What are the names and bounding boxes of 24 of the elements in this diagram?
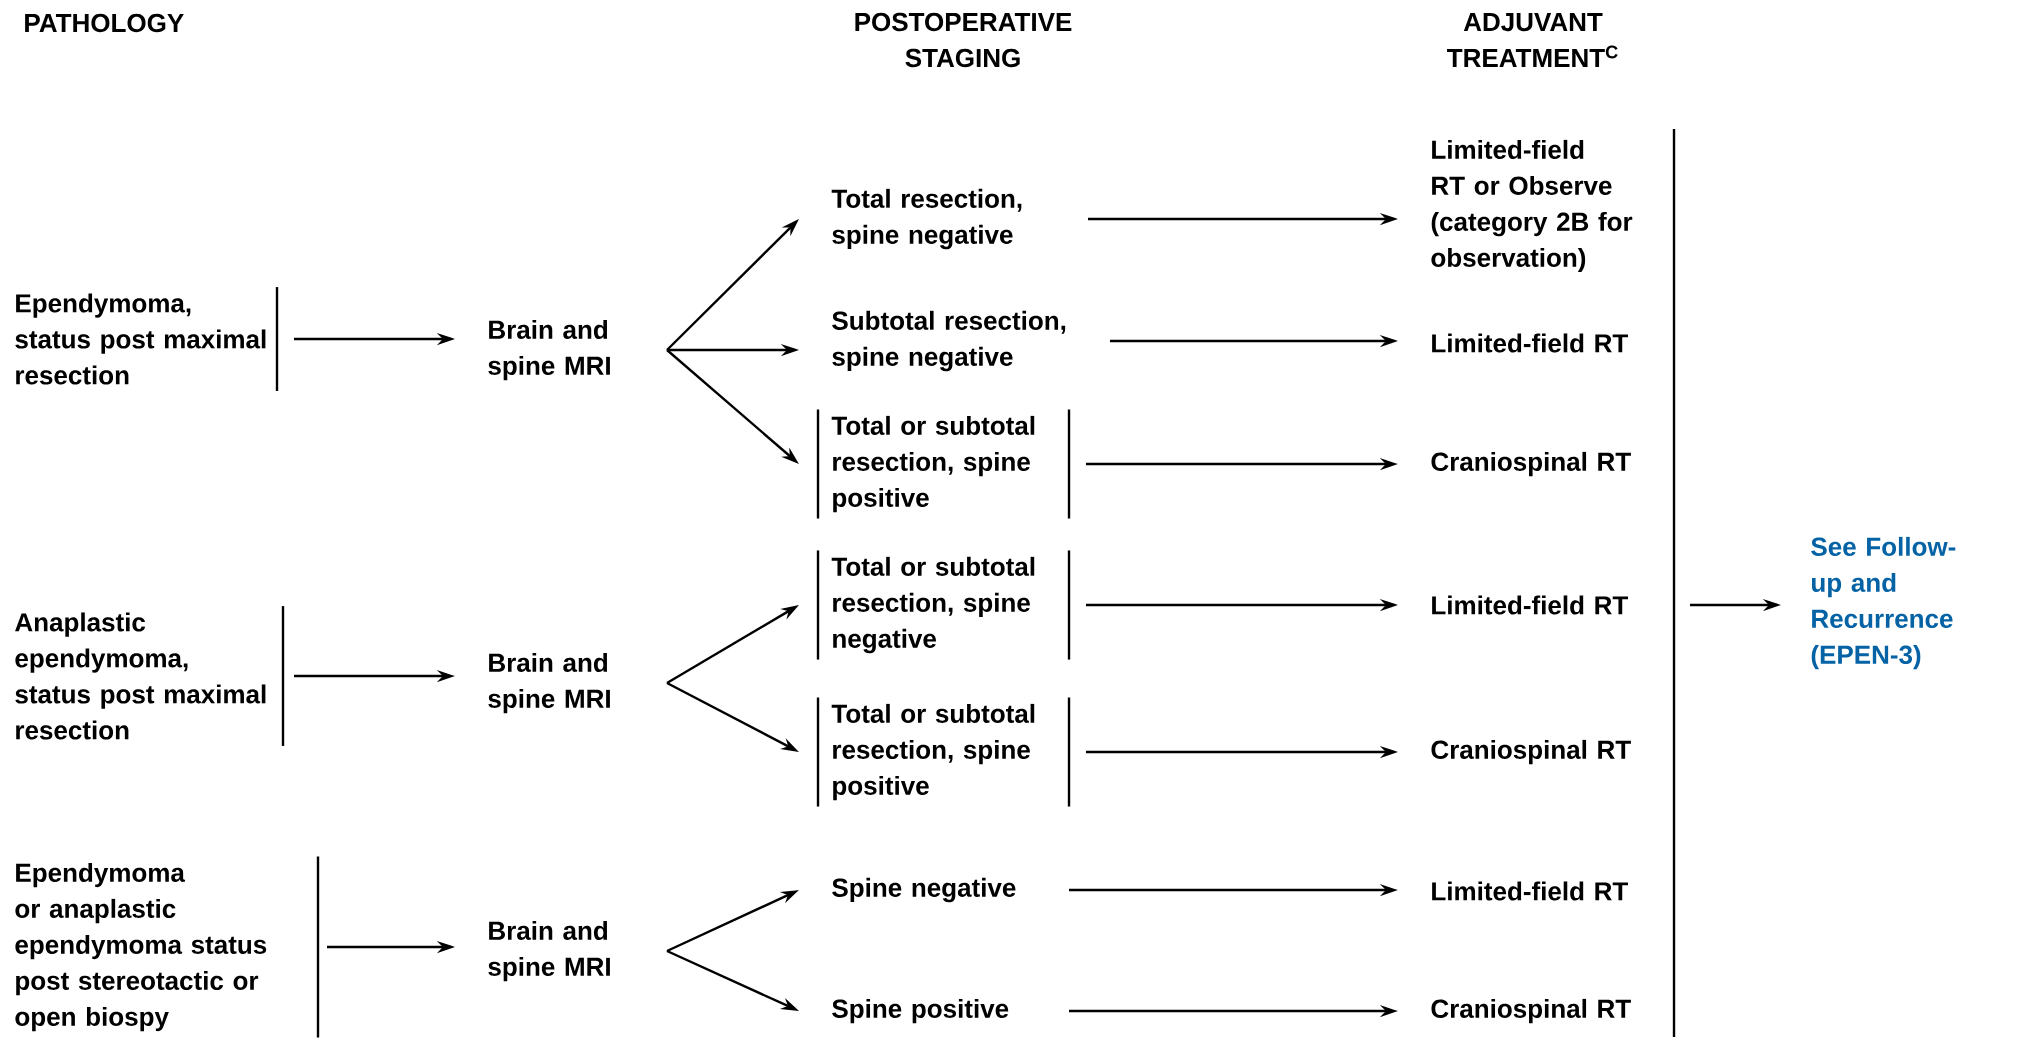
step-text: Craniospinal RT: [1431, 998, 1631, 1024]
link: See Follow-up and Recurrence (EPEN-3): [1811, 536, 1956, 670]
column-heading: PATHOLOGY: [25, 13, 184, 33]
step-text: Total resection, spine negative: [831, 188, 1022, 250]
stage-box: Total or subtotal resection, spine negative: [816, 550, 1071, 660]
stage-box: Ependymoma or anaplastic ependymoma status post stereotactic or open biospy: [15, 856, 320, 1038]
step-text: Subtotal resection, spine negative: [832, 310, 1066, 372]
stage-box: Ependymoma, status post maximal resection: [15, 287, 279, 391]
step-text: Craniospinal RT: [1431, 739, 1631, 765]
stage-box: Anaplastic ependymoma, status post maximal resection: [15, 606, 285, 746]
column-heading: POSTOPERATIVE STAGING: [855, 12, 1072, 68]
step-text: Spine positive: [832, 998, 1009, 1024]
step-text: Limited-field RT or Observe (category 2B for observation): [1431, 139, 1633, 273]
step-text: Brain and spine MRI: [488, 920, 610, 982]
step-text: Brain and spine MRI: [488, 652, 610, 714]
stage-box: Total or subtotal resection, spine positive: [816, 409, 1071, 519]
step-text: Limited-field RT: [1432, 881, 1628, 901]
step-text: Craniospinal RT: [1431, 451, 1631, 477]
step-text: Spine negative: [832, 877, 1016, 903]
step-text: Limited-field RT: [1432, 333, 1628, 353]
step-text: Limited-field RT: [1432, 595, 1628, 615]
column-heading: ADJUVANT TREATMENT$^{C}$: [1447, 13, 1618, 67]
stage-box: Total or subtotal resection, spine positive: [816, 697, 1071, 807]
step-text: Brain and spine MRI: [488, 319, 610, 381]
